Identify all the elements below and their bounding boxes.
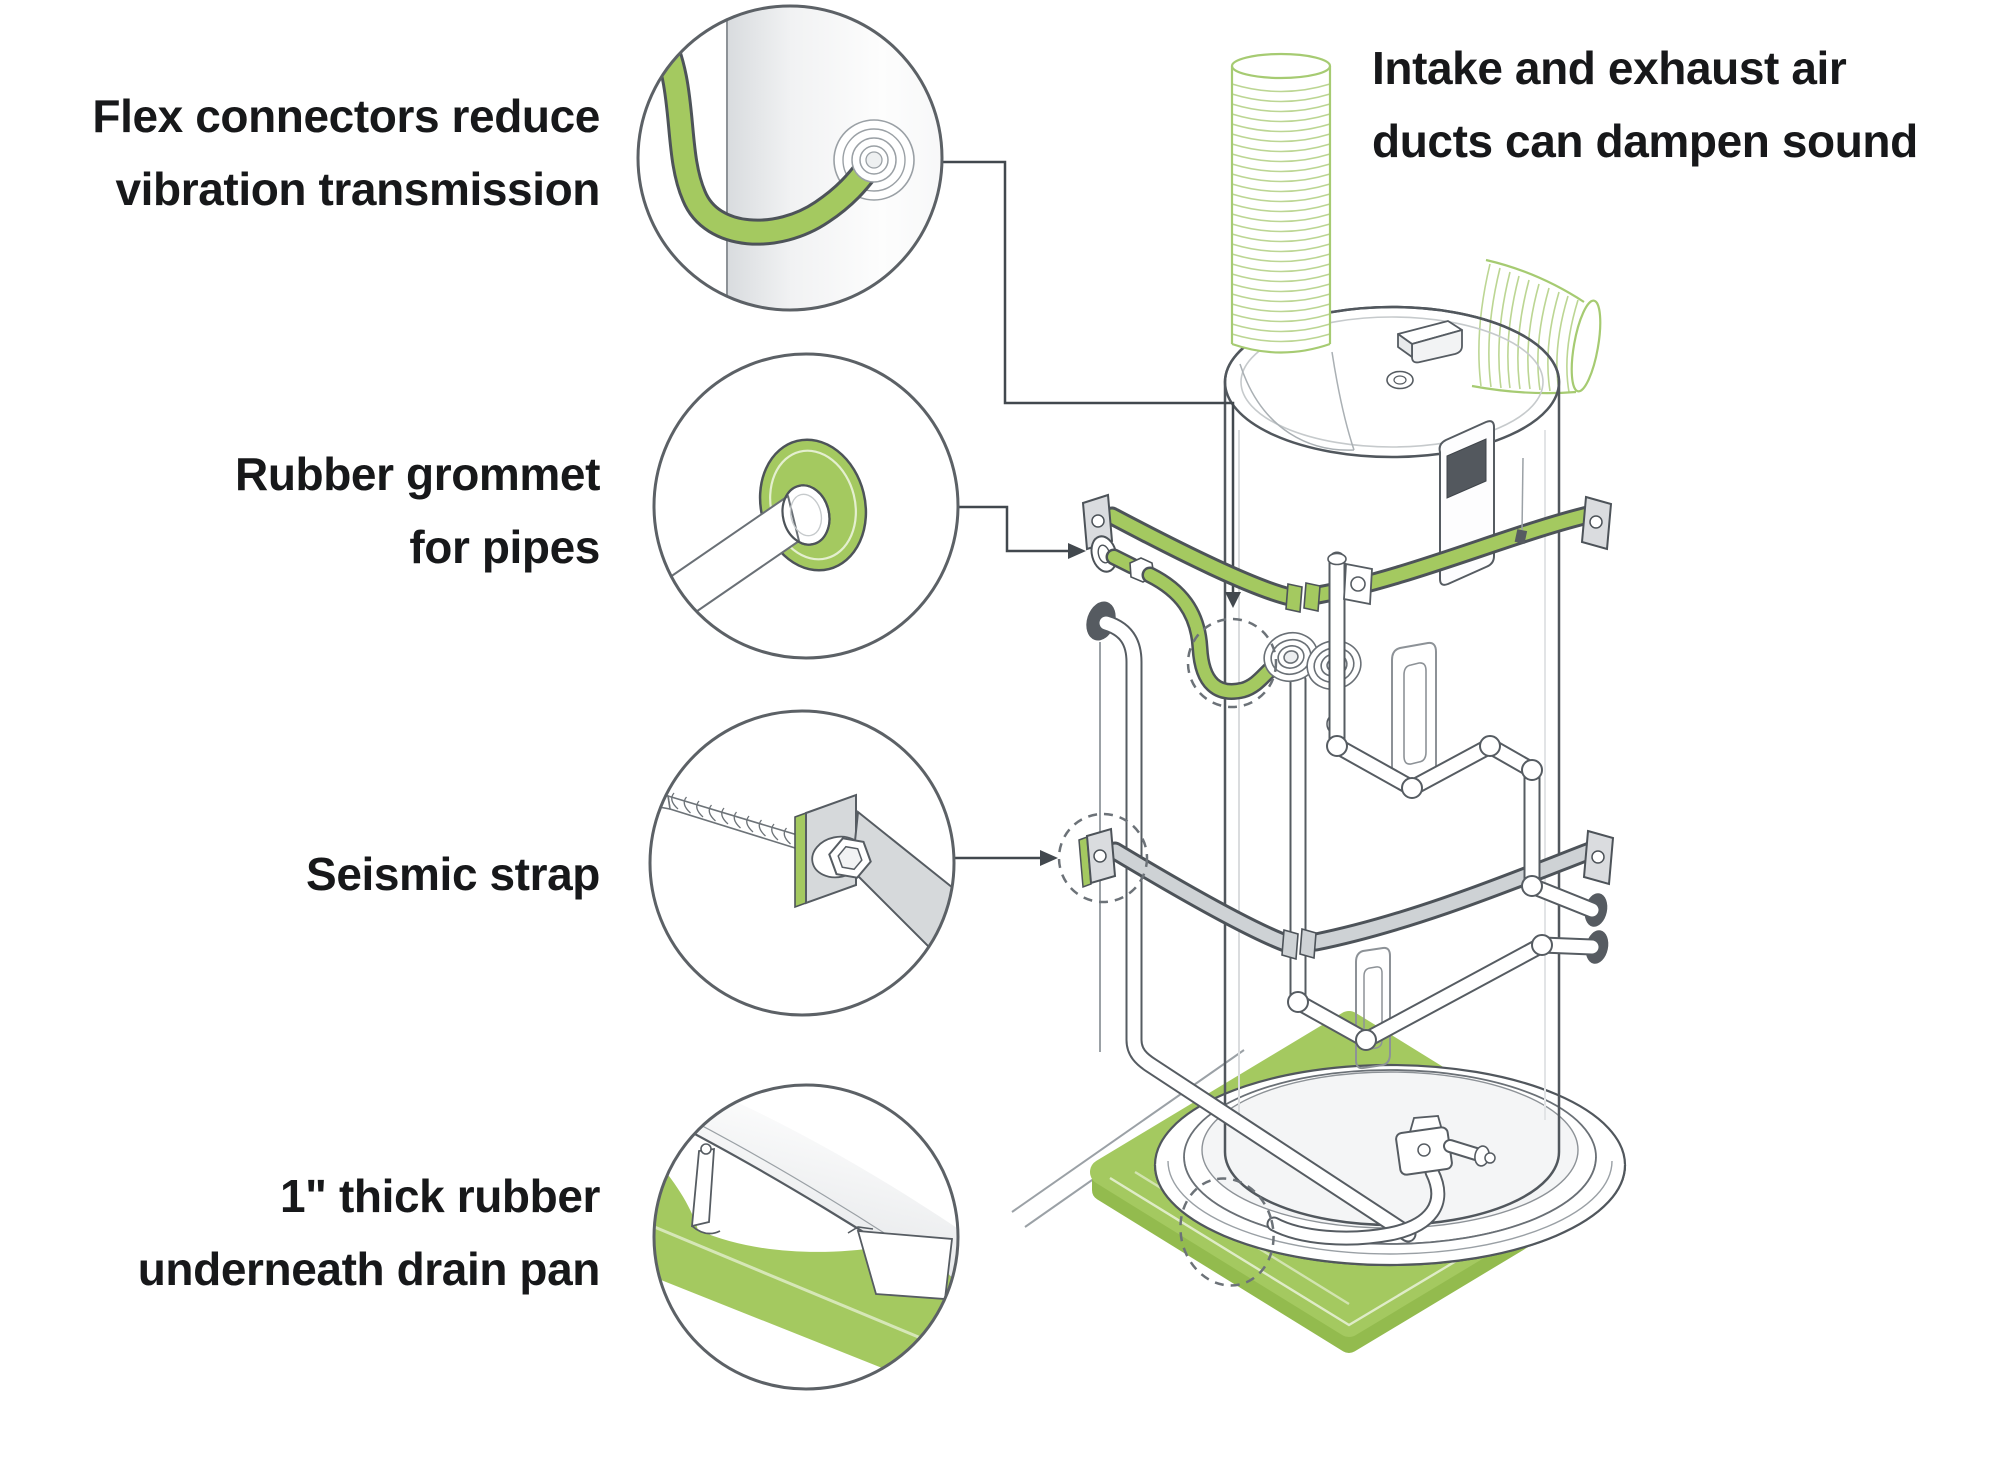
exhaust-duct-icon: [1470, 258, 1602, 395]
label-line: Intake and exhaust air: [1372, 42, 1847, 94]
left-wall-pipe: [1086, 601, 1417, 1243]
intake-duct-icon: [1230, 52, 1332, 354]
label-line: for pipes: [409, 521, 600, 573]
junction-box-icon: [1386, 320, 1463, 390]
label-line: Flex connectors reduce: [92, 90, 600, 142]
callout-label-rubber-grommet: Rubber grommet for pipes: [235, 438, 600, 584]
lower-seismic-strap: [1078, 827, 1615, 961]
callout-circle-rubber-grommet: [652, 352, 960, 660]
callout-label-flex-connectors: Flex connectors reduce vibration transmi…: [92, 80, 600, 226]
label-line: vibration transmission: [115, 163, 600, 215]
drain-pan: [1153, 1063, 1627, 1267]
callout-circle-flex-connector: [636, 4, 944, 312]
label-line: 1" thick rubber: [280, 1170, 600, 1222]
upper-pipe-run: [1326, 551, 1608, 927]
callout-circle-drain-pan: [652, 1083, 960, 1391]
callout-label-seismic-strap: Seismic strap: [306, 838, 600, 911]
note-intake-exhaust: Intake and exhaust air ducts can dampen …: [1372, 32, 1918, 178]
callout-connectors: [941, 160, 1241, 866]
label-line: underneath drain pan: [137, 1243, 601, 1295]
callout-label-rubber-under-pan: 1" thick rubber underneath drain pan: [137, 1160, 601, 1306]
dashed-highlights: [1057, 617, 1278, 1287]
label-line: Seismic strap: [306, 848, 600, 900]
drain-valve: [1266, 1115, 1496, 1246]
lower-pipe-run: [1287, 671, 1609, 1051]
label-line: Rubber grommet: [235, 448, 600, 500]
callout-circle-seismic-strap: [648, 709, 956, 1017]
label-line: ducts can dampen sound: [1372, 115, 1918, 167]
